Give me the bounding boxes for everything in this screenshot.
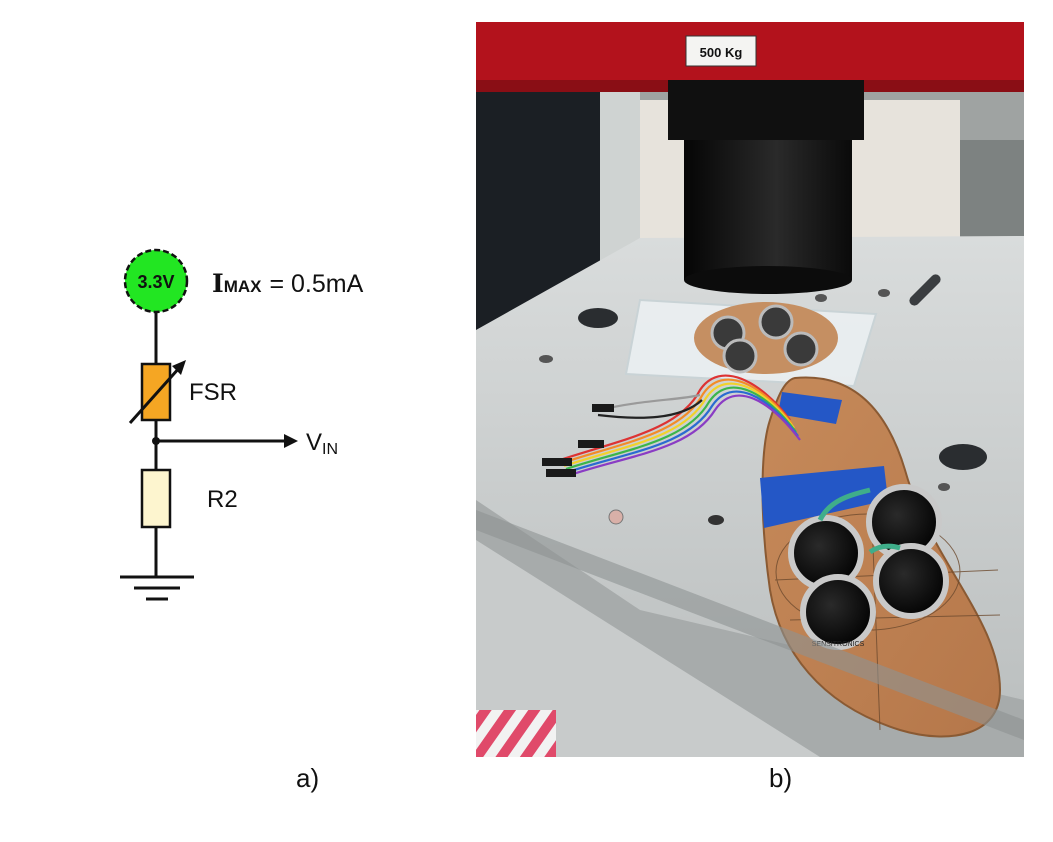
blue-tape-top [778,392,842,424]
load-capacity-label: 500 Kg [700,45,743,60]
test-rig-photo: 500 Kg [476,22,1024,757]
output-subscript: IN [322,441,338,458]
press-cylinder [668,80,864,140]
current-label: IMAX = 0.5mA [212,269,364,298]
circuit-diagram: 3.3V IMAX = 0.5mA FSR VIN R2 [120,248,364,601]
jumper-connectors [542,404,614,477]
fsr-arrow-head [172,360,186,375]
output-symbol: V [306,429,322,456]
current-value: = 0.5mA [269,270,363,298]
output-label: VIN [306,429,338,458]
current-symbol: I [212,269,224,298]
output-arrow-head [284,434,298,448]
blue-tape-middle [760,466,888,528]
caption-a: a) [296,763,320,793]
junction-dot [152,437,160,445]
sensor-brand-text: SENSITRONICS [812,641,865,648]
circuit-wires [120,312,288,601]
fsr-sensor [873,543,949,619]
fsr-sensor [800,574,876,650]
fsr-label: FSR [189,379,237,406]
ribbon-cable [559,374,801,477]
current-subscript: MAX [224,277,262,296]
fsr-sensors: SENSITRONICS [788,484,949,650]
fsr-variable-arrow [128,366,182,424]
r2-resistor [140,468,172,529]
r2-label: R2 [207,486,238,513]
supply-voltage-label: 3.3V [137,272,174,292]
caption-b: b) [769,763,793,793]
load-plate-label-bg [685,35,757,67]
